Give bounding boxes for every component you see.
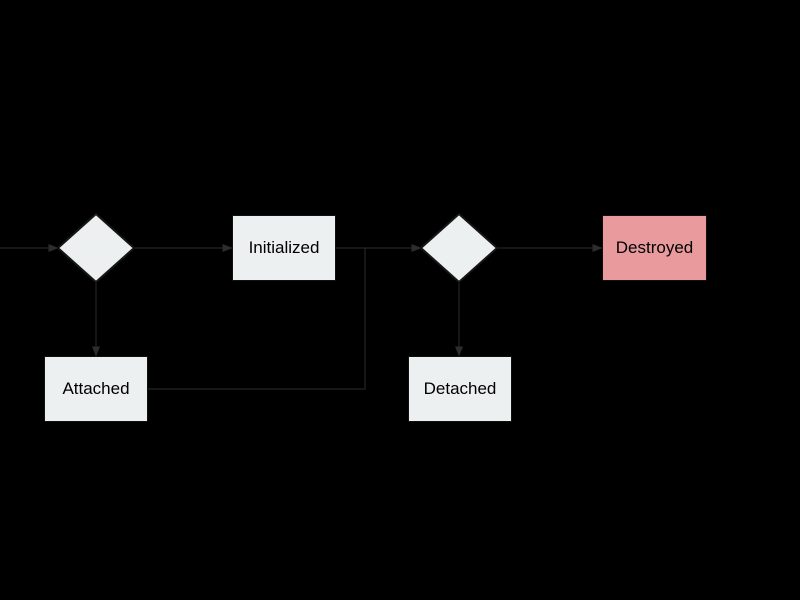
- decision-diamond-1[interactable]: [56, 212, 136, 284]
- decision-diamond-2[interactable]: [419, 212, 499, 284]
- state-label-detached: Detached: [423, 379, 497, 398]
- state-node-detached[interactable]: Detached: [408, 356, 512, 422]
- state-label-destroyed: Destroyed: [615, 238, 694, 257]
- state-node-attached[interactable]: Attached: [44, 356, 148, 422]
- state-node-initialized[interactable]: Initialized: [232, 215, 336, 281]
- state-node-destroyed[interactable]: Destroyed: [602, 215, 707, 281]
- edge-attached-to-decision2: [148, 248, 366, 390]
- state-label-attached: Attached: [62, 379, 130, 398]
- state-label-initialized: Initialized: [248, 238, 320, 257]
